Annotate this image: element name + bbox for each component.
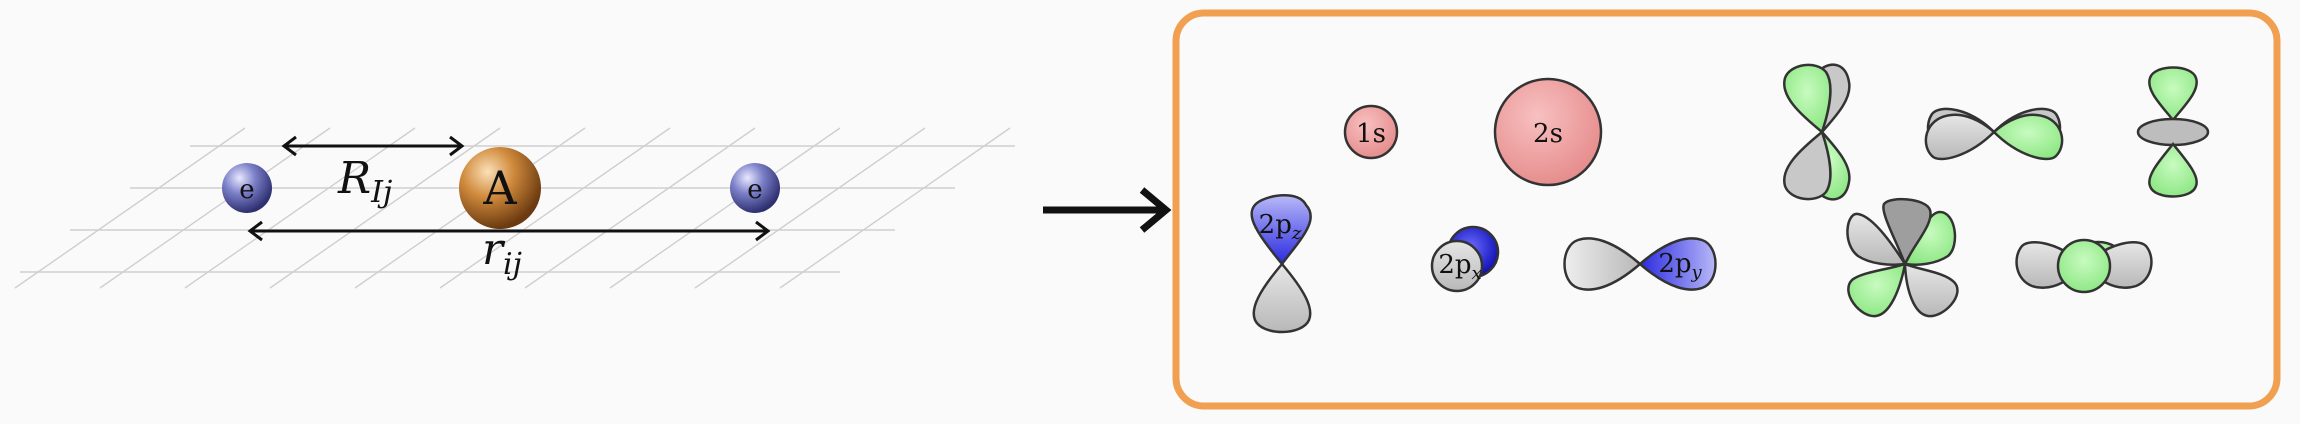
distance-r-label: rij <box>482 224 522 282</box>
distance-R-label: RIj <box>337 153 392 210</box>
svg-text:2pz: 2pz <box>1259 210 1302 244</box>
orbital-2px: 2px <box>1430 225 1500 293</box>
svg-text:A: A <box>482 161 517 215</box>
distance-r-arrow <box>247 220 771 242</box>
orbital-d-cloverleaf <box>1846 197 1959 318</box>
nucleus: A <box>459 147 541 229</box>
svg-text:e: e <box>747 175 762 205</box>
orbital-d-horizontal <box>1924 107 2064 161</box>
electron-left: e <box>222 163 272 213</box>
orbital-1s: 1s <box>1343 104 1399 160</box>
transition-arrow <box>1043 187 1172 233</box>
orbital-d-vertical <box>1782 63 1851 201</box>
orbital-panel <box>1172 9 2281 410</box>
svg-text:e: e <box>239 175 254 205</box>
electron-right: e <box>730 163 780 213</box>
orbital-2pz: 2pz <box>1250 194 1312 334</box>
svg-text:1s: 1s <box>1356 119 1386 149</box>
svg-text:2px: 2px <box>1438 250 1481 284</box>
orbital-dz2 <box>2136 66 2210 198</box>
distance-R-arrow <box>281 135 465 157</box>
orbital-2s: 2s <box>1493 77 1603 187</box>
orbital-2py: 2py <box>1563 237 1717 291</box>
grid-plane <box>14 127 1015 289</box>
svg-text:2py: 2py <box>1658 249 1702 283</box>
svg-text:2s: 2s <box>1533 119 1563 149</box>
orbital-d-mixed <box>2015 238 2153 294</box>
